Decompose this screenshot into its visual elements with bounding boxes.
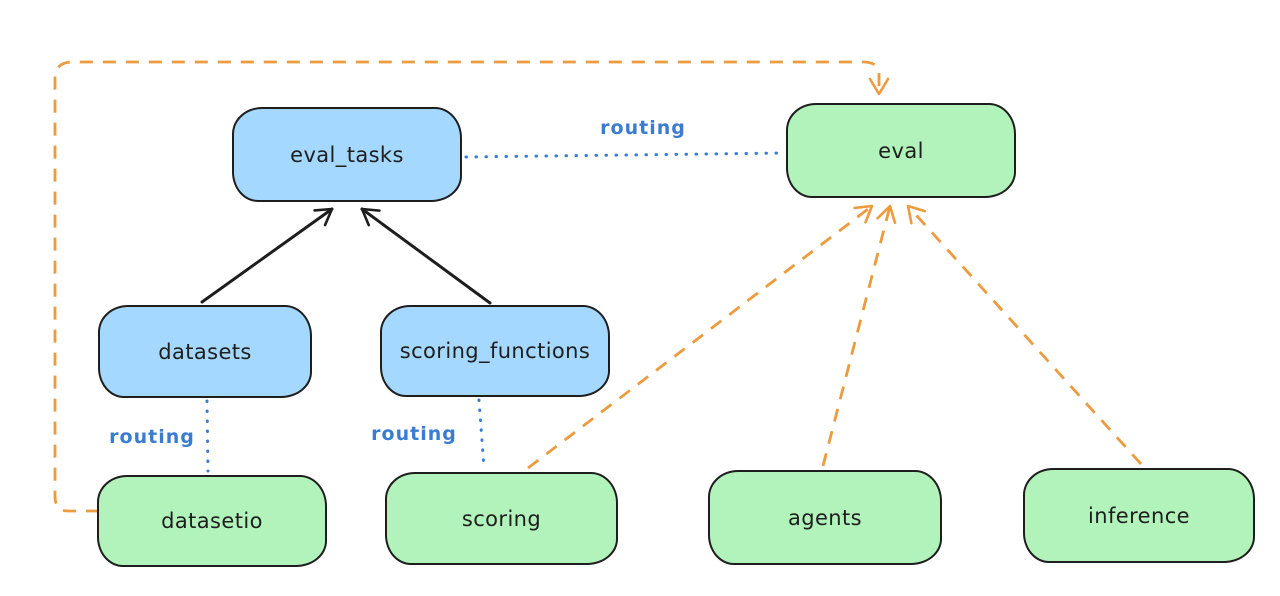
- node-scoring-functions: scoring_functions: [380, 305, 610, 397]
- edge-scoring-functions-scoring: [477, 398, 486, 470]
- node-eval: eval: [786, 103, 1016, 198]
- edge-datasets-eval-tasks: [200, 207, 334, 304]
- node-agents-label: agents: [787, 505, 862, 530]
- node-scoring-functions-label: scoring_functions: [399, 339, 591, 363]
- node-eval-tasks-label: eval_tasks: [290, 142, 404, 167]
- node-scoring-label: scoring: [461, 506, 542, 531]
- edge-label-routing-datasets-datasetio: routing: [109, 426, 195, 448]
- node-agents: agents: [708, 470, 942, 565]
- edge-scoring-functions-eval-tasks: [360, 207, 492, 305]
- edge-label-routing-scoring-functions-scoring: routing: [371, 423, 457, 445]
- node-datasetio-label: datasetio: [161, 509, 263, 533]
- edge-agents-eval: [821, 204, 897, 467]
- edge-eval-tasks-eval: [464, 151, 785, 159]
- edge-datasetio-eval: [53, 60, 890, 513]
- node-inference-label: inference: [1088, 503, 1190, 528]
- node-datasets-label: datasets: [158, 339, 252, 364]
- edge-label-routing-eval-tasks-eval: routing: [600, 117, 686, 139]
- edge-inference-eval: [906, 204, 1143, 465]
- node-eval-tasks: eval_tasks: [232, 107, 462, 202]
- node-datasets: datasets: [98, 305, 312, 398]
- node-scoring: scoring: [385, 472, 618, 565]
- node-datasetio: datasetio: [97, 475, 327, 567]
- node-eval-label: eval: [878, 138, 924, 163]
- edge-datasets-datasetio: [205, 399, 210, 473]
- node-inference: inference: [1023, 468, 1255, 563]
- edge-scoring-eval: [527, 204, 874, 470]
